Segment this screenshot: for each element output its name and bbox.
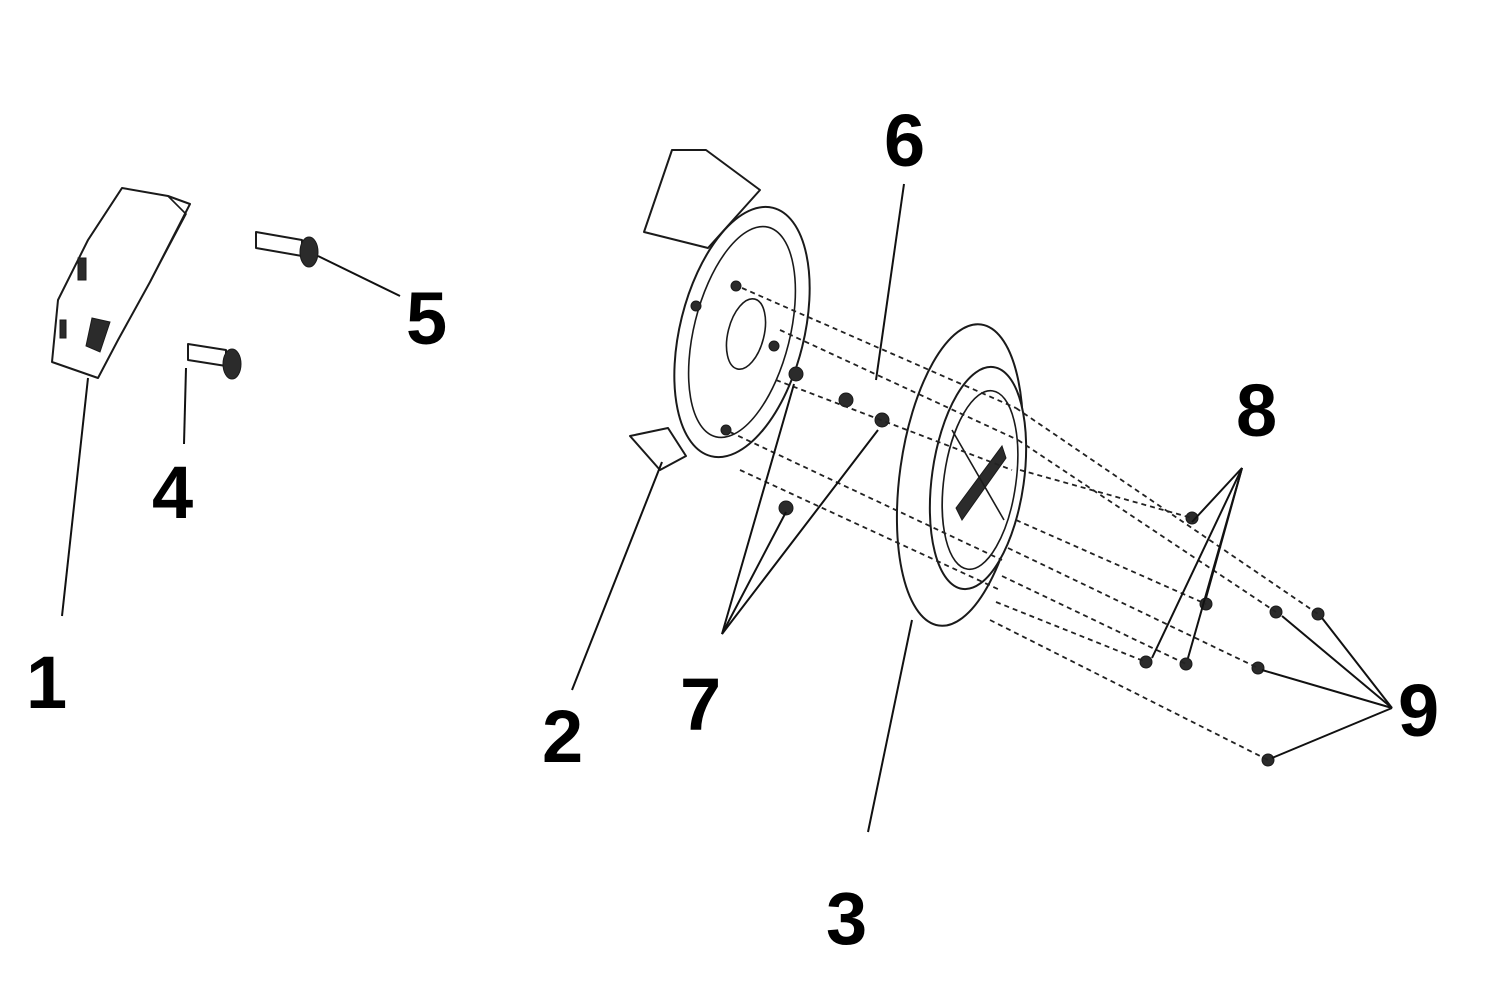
callout-8: 8 bbox=[1236, 369, 1277, 452]
part-3-disc bbox=[895, 323, 1028, 627]
leader-lines bbox=[61, 183, 1393, 833]
assembly-dashed-lines bbox=[729, 287, 1319, 761]
callout-6: 6 bbox=[884, 99, 925, 182]
part-5-pin bbox=[255, 231, 319, 268]
part-4-pin bbox=[187, 343, 242, 380]
part-1-bracket bbox=[51, 187, 191, 379]
callout-labels: 1 2 3 4 5 6 7 8 9 bbox=[26, 99, 1439, 960]
callout-7: 7 bbox=[680, 663, 721, 746]
part-2-housing bbox=[629, 149, 811, 471]
callout-2: 2 bbox=[542, 695, 583, 778]
callout-5: 5 bbox=[406, 277, 447, 360]
callout-4: 4 bbox=[152, 451, 193, 534]
callout-1: 1 bbox=[26, 641, 67, 724]
screws-8-9 bbox=[1139, 511, 1325, 767]
callout-3: 3 bbox=[826, 877, 867, 960]
fasteners-6-7 bbox=[778, 366, 890, 516]
callout-9: 9 bbox=[1398, 669, 1439, 752]
